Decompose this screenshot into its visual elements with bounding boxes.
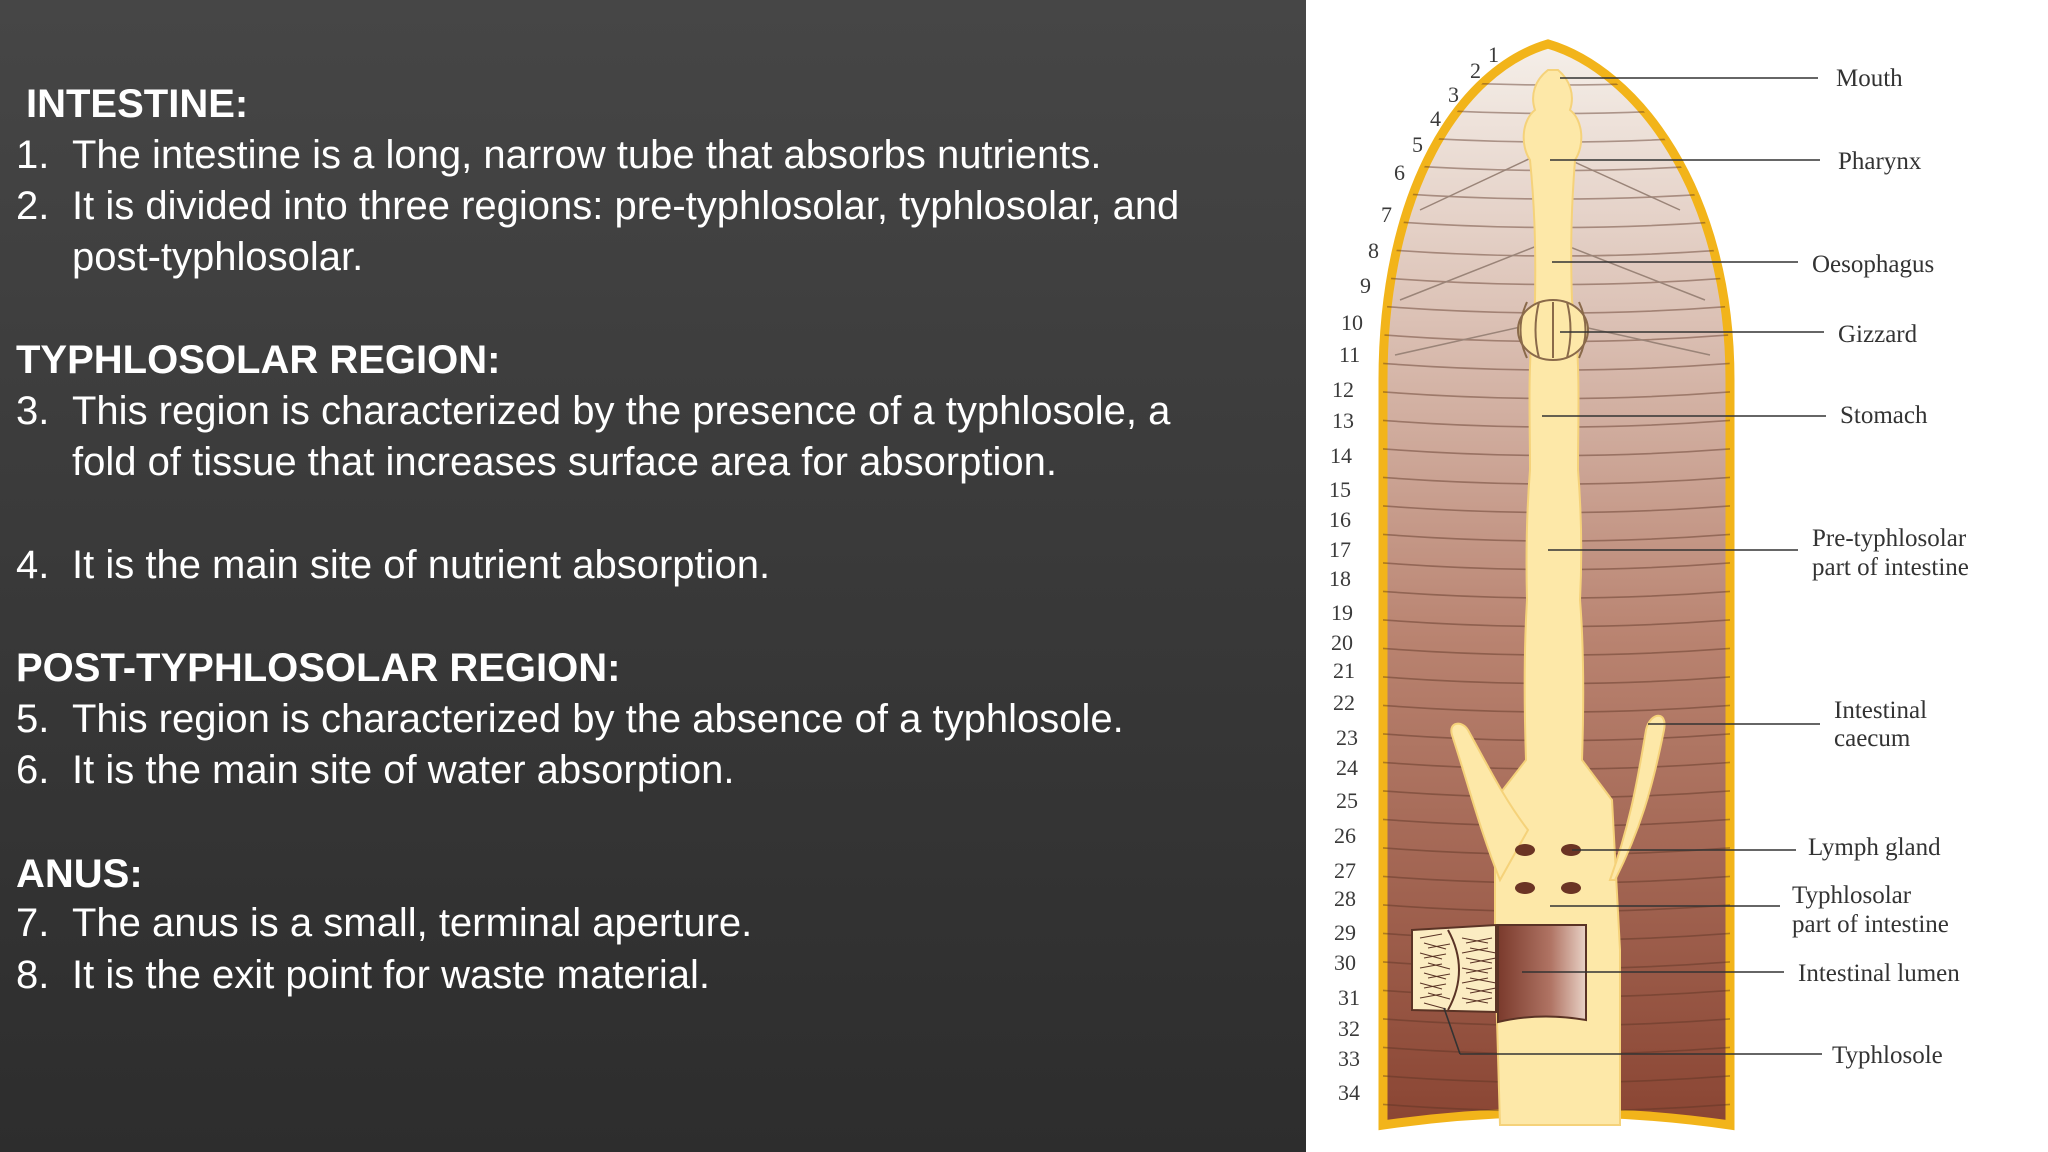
label-gizzard: Gizzard: [1838, 321, 1918, 348]
label-intestinal-caecum-line1: Intestinal: [1834, 697, 1927, 724]
item-text: It is divided into three regions: pre-ty…: [72, 184, 1180, 279]
list-item-5: 5. This region is characterized by the a…: [16, 694, 1286, 745]
intestinal-caecum-left: [1450, 722, 1530, 883]
segment-number: 7: [1381, 202, 1392, 227]
label-lymph-gland: Lymph gland: [1808, 834, 1941, 861]
heading-post-typhlosolar-region: POST-TYPHLOSOLAR REGION:: [16, 646, 621, 690]
list-item-1: 1. The intestine is a long, narrow tube …: [16, 130, 1286, 181]
label-intestinal-caecum-line2: caecum: [1834, 725, 1911, 752]
item-text: It is the exit point for waste material.: [72, 953, 711, 997]
segment-number: 29: [1334, 920, 1356, 945]
segment-number: 32: [1338, 1016, 1360, 1041]
item-number: 3.: [16, 389, 50, 433]
lymph-gland: [1515, 844, 1535, 856]
item-number: 5.: [16, 697, 50, 741]
segment-number: 12: [1332, 377, 1354, 402]
item-text: It is the main site of water absorption.: [72, 748, 735, 792]
segment-number: 34: [1338, 1080, 1360, 1105]
segment-number: 8: [1368, 238, 1379, 263]
typhlosole-section: [1411, 923, 1497, 1014]
leader-line: [1443, 1007, 1461, 1055]
label-pharynx: Pharynx: [1838, 148, 1922, 175]
list-item-6: 6. It is the main site of water absorpti…: [16, 745, 1286, 796]
earthworm-digestive-diagram: 1234567891011121314151617181920212223242…: [1329, 39, 1969, 1131]
septa-lines: [1394, 149, 1711, 356]
label-oesophagus: Oesophagus: [1812, 251, 1934, 278]
segment-number: 22: [1333, 690, 1355, 715]
segment-number: 17: [1329, 537, 1351, 562]
segment-number: 26: [1334, 823, 1356, 848]
item-number: 8.: [16, 953, 50, 997]
segment-number: 28: [1334, 886, 1356, 911]
item-text: The intestine is a long, narrow tube tha…: [72, 133, 1102, 177]
segment-number: 5: [1412, 132, 1423, 157]
segment-number: 30: [1334, 950, 1356, 975]
segment-number: 1: [1488, 42, 1499, 67]
label-mouth: Mouth: [1836, 65, 1903, 92]
item-number: 4.: [16, 543, 50, 587]
item-number: 6.: [16, 748, 50, 792]
item-text: This region is characterized by the abse…: [72, 697, 1124, 741]
segment-numbers: 1234567891011121314151617181920212223242…: [1329, 42, 1499, 1105]
segment-number: 11: [1339, 342, 1360, 367]
segment-number: 20: [1331, 630, 1353, 655]
text-panel: INTESTINE: 1. The intestine is a long, n…: [0, 0, 1306, 1152]
item-number: 7.: [16, 901, 50, 945]
segment-number: 4: [1430, 106, 1441, 131]
list-item-7: 7. The anus is a small, terminal apertur…: [16, 898, 1286, 949]
segment-number: 2: [1470, 58, 1481, 83]
lymph-glands: [1515, 844, 1581, 894]
heading-typhlosolar-region: TYPHLOSOLAR REGION:: [16, 338, 501, 382]
segment-number: 3: [1448, 82, 1459, 107]
label-stomach: Stomach: [1840, 402, 1928, 429]
leader-lines: [1443, 77, 1826, 1055]
lymph-gland: [1561, 882, 1581, 894]
label-intestinal-lumen: Intestinal lumen: [1798, 960, 1960, 987]
segment-number: 16: [1329, 507, 1351, 532]
segment-number: 6: [1394, 160, 1405, 185]
heading-anus: ANUS:: [16, 852, 143, 896]
segment-number: 10: [1341, 310, 1363, 335]
segment-number: 15: [1329, 477, 1351, 502]
item-number: 1.: [16, 133, 50, 177]
segment-number: 27: [1334, 858, 1356, 883]
list-item-2: 2. It is divided into three regions: pre…: [16, 181, 1286, 283]
label-pre-typhlosolar-line1: Pre-typhlosolar: [1812, 525, 1967, 552]
lymph-gland: [1561, 844, 1581, 856]
segment-number: 18: [1329, 566, 1351, 591]
segment-number: 21: [1333, 658, 1355, 683]
segment-number: 33: [1338, 1046, 1360, 1071]
segment-number: 25: [1336, 788, 1358, 813]
segment-number: 24: [1336, 755, 1358, 780]
segment-number: 31: [1338, 985, 1360, 1010]
item-text: The anus is a small, terminal aperture.: [72, 901, 753, 945]
segment-number: 23: [1336, 725, 1358, 750]
label-typhlosolar-line1: Typhlosolar: [1792, 882, 1912, 909]
label-pre-typhlosolar-line2: part of intestine: [1812, 554, 1969, 581]
segment-number: 14: [1330, 443, 1352, 468]
list-item-8: 8. It is the exit point for waste materi…: [16, 950, 1286, 1001]
intestinal-caecum-right: [1608, 714, 1666, 881]
label-typhlosole: Typhlosole: [1832, 1042, 1943, 1069]
item-number: 2.: [16, 184, 50, 228]
segment-number: 19: [1331, 600, 1353, 625]
intestinal-lumen-section: [1497, 924, 1587, 1024]
segment-number: 9: [1360, 273, 1371, 298]
list-item-3: 3. This region is characterized by the p…: [16, 386, 1286, 488]
alimentary-canal: [1494, 69, 1621, 1126]
lymph-gland: [1515, 882, 1535, 894]
segment-number: 13: [1332, 408, 1354, 433]
item-text: It is the main site of nutrient absorpti…: [72, 543, 771, 587]
list-item-4: 4. It is the main site of nutrient absor…: [16, 540, 1286, 591]
label-typhlosolar-line2: part of intestine: [1792, 911, 1949, 938]
gizzard-shape: [1517, 299, 1589, 361]
item-text: This region is characterized by the pres…: [72, 389, 1171, 484]
heading-intestine: INTESTINE:: [26, 82, 249, 126]
